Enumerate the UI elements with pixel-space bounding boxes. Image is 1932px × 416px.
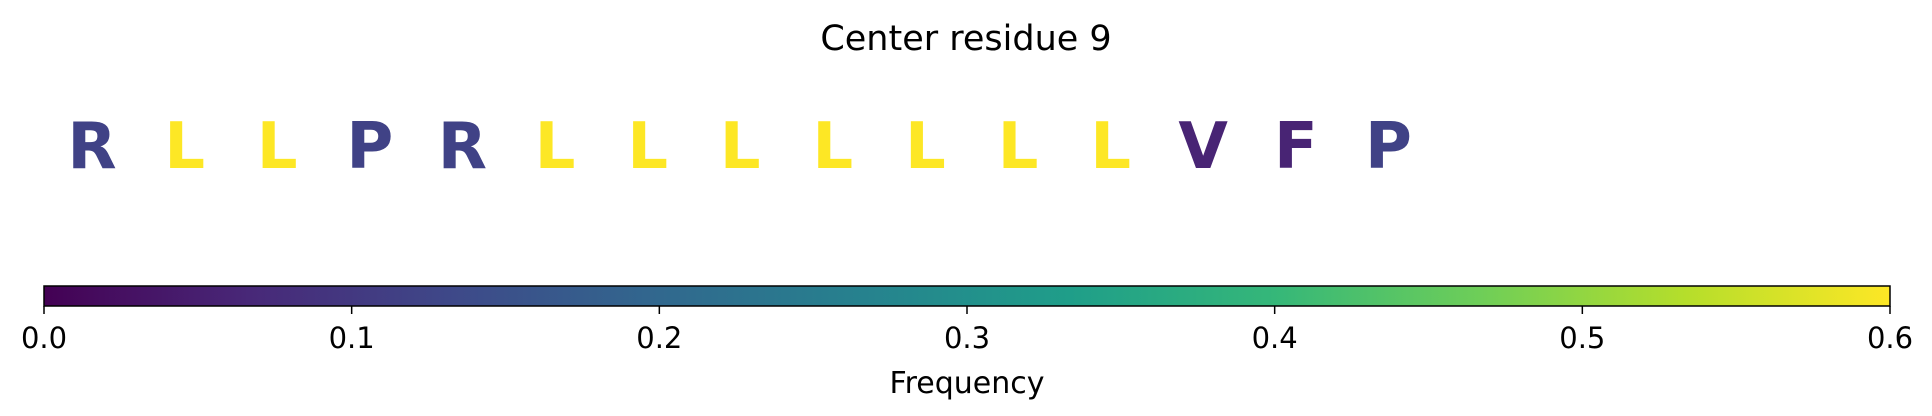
residue-letter: R — [67, 110, 116, 184]
residue-letter: L — [627, 110, 668, 184]
residue-letter: L — [998, 110, 1039, 184]
residue-letter: L — [905, 110, 946, 184]
residue-letter: L — [1090, 110, 1131, 184]
colorbar-tick-label: 0.1 — [329, 321, 375, 355]
residue-letter: L — [812, 110, 853, 184]
residue-letter: F — [1274, 110, 1318, 184]
residue-letter: L — [257, 110, 298, 184]
colorbar-tick-label: 0.0 — [21, 321, 67, 355]
colorbar-tick-label: 0.4 — [1252, 321, 1298, 355]
residue-letter: V — [1178, 110, 1228, 184]
colorbar-tick-label: 0.3 — [944, 321, 990, 355]
colorbar-gradient — [44, 286, 1890, 306]
chart-title: Center residue 9 — [820, 19, 1111, 59]
colorbar-label: Frequency — [890, 366, 1045, 401]
colorbar-tick-label: 0.2 — [636, 321, 682, 355]
residue-letter: L — [164, 110, 205, 184]
colorbar-tick-label: 0.5 — [1559, 321, 1605, 355]
residue-letter: P — [1365, 110, 1412, 184]
residue-letter: L — [535, 110, 576, 184]
frequency-colorbar: 0.0 0.1 0.2 0.3 0.4 0.5 0.6 — [21, 285, 1913, 355]
residue-letter: L — [720, 110, 761, 184]
colorbar-tick-label: 0.6 — [1867, 321, 1913, 355]
residue-letter: R — [438, 110, 487, 184]
residue-letter: P — [346, 110, 393, 184]
colorbar-ticks: 0.0 0.1 0.2 0.3 0.4 0.5 0.6 — [21, 306, 1913, 355]
